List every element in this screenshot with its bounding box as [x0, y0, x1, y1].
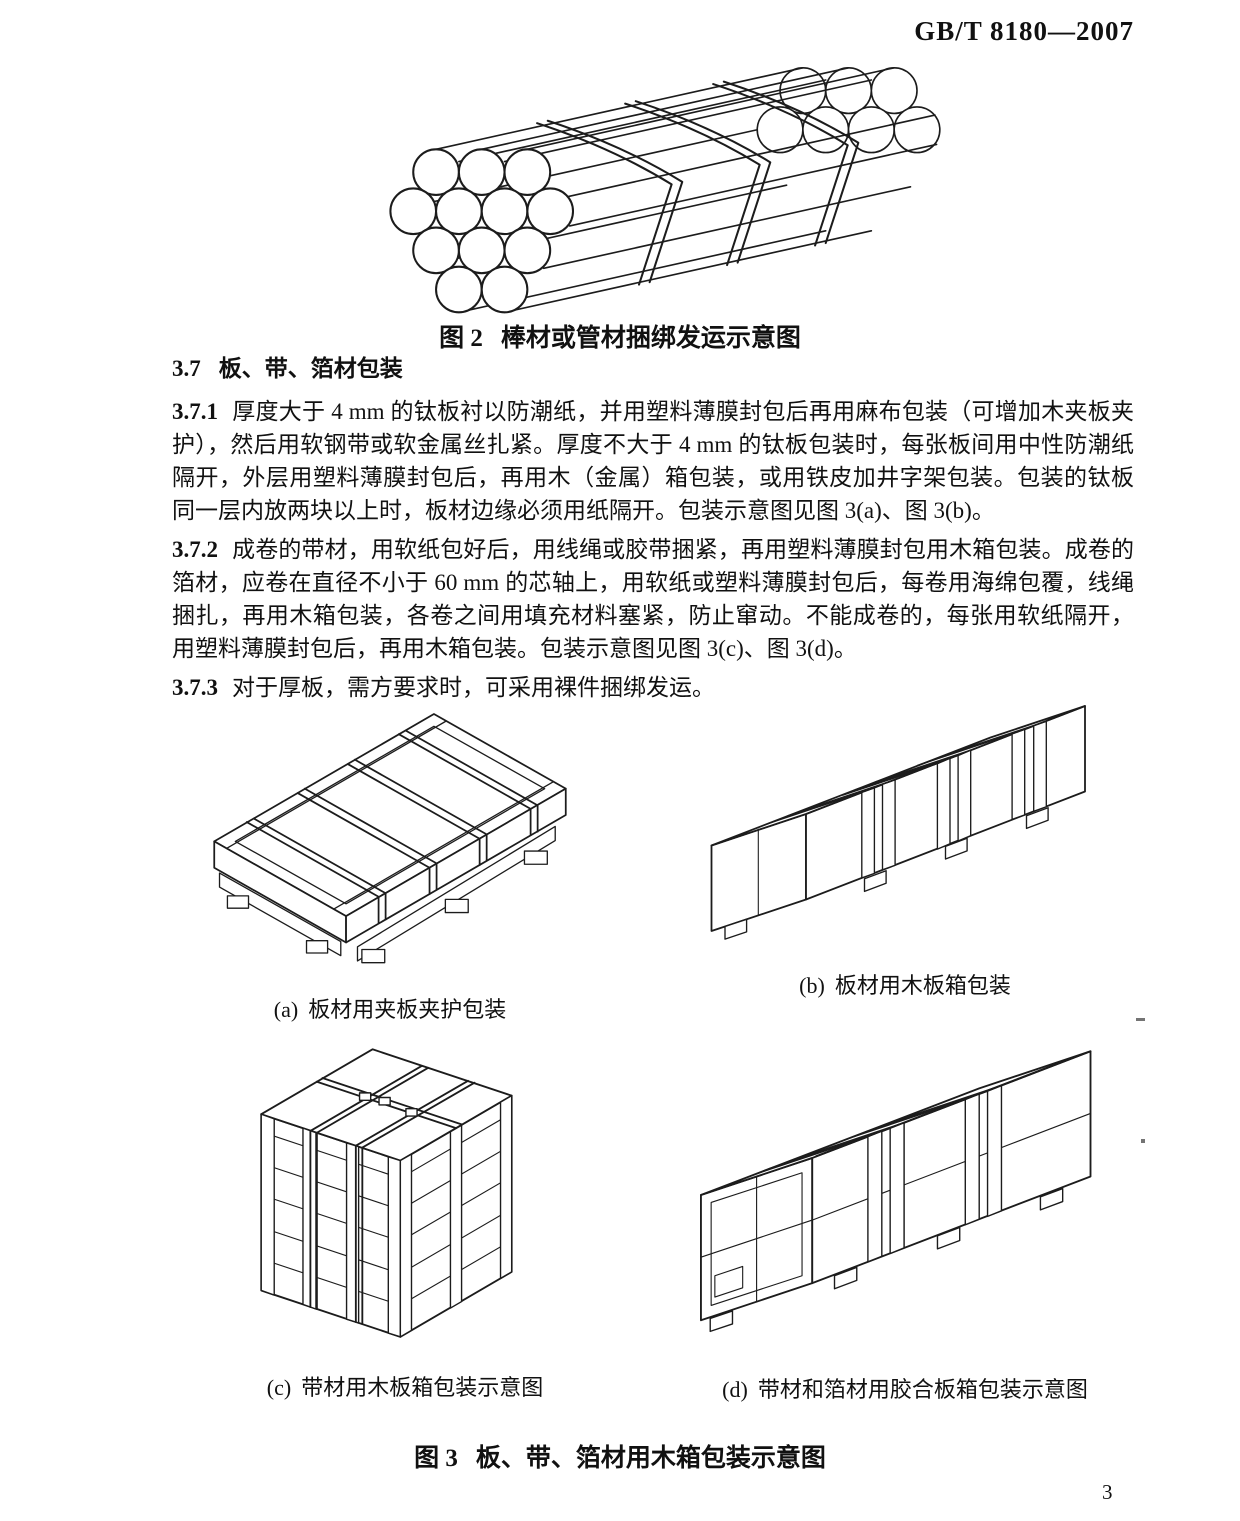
scan-artifact: [1141, 1139, 1145, 1143]
subfigure-c-title: 带材用木板箱包装示意图: [301, 1375, 544, 1400]
subfigure-a-caption: (a) 板材用夹板夹护包装: [140, 992, 640, 1024]
subfigure-d-label: (d): [722, 1377, 748, 1402]
figure-2-caption: 图 2 棒材或管材捆绑发运示意图: [0, 318, 1240, 354]
subfigure-a: (a) 板材用夹板夹护包装: [140, 692, 640, 1024]
section-title: 板、带、箔材包装: [218, 356, 403, 381]
subfigure-d: (d) 带材和箔材用胶合板箱包装示意图: [650, 1042, 1160, 1404]
subfigure-d-title: 带材和箔材用胶合板箱包装示意图: [757, 1377, 1088, 1402]
scan-artifact: [1136, 1018, 1145, 1021]
clause-3-7-1-number: 3.7.1: [172, 399, 218, 424]
figure-3-title: 板、带、箔材用木箱包装示意图: [475, 1445, 826, 1472]
pipe-bundle-illustration: [389, 66, 941, 314]
subfigure-b-caption: (b) 板材用木板箱包装: [655, 968, 1155, 1000]
clause-3-7-1-text: 厚度大于 4 mm 的钛板衬以防潮纸，并用塑料薄膜封包后再用麻布包装（可增加木夹…: [172, 399, 1134, 523]
clause-3-7-3-text: 对于厚板，需方要求时，可采用裸件捆绑发运。: [232, 675, 715, 700]
clause-3-7-3-number: 3.7.3: [172, 675, 218, 700]
page-number: 3: [1102, 1480, 1113, 1504]
subfigure-a-drawing: [213, 713, 567, 964]
subfigure-c-drawing: [260, 1048, 513, 1338]
subfigure-b-drawing: [710, 705, 1086, 940]
figure-2-title: 棒材或管材捆绑发运示意图: [500, 325, 801, 352]
section-3-7-heading: 3.7 板、带、箔材包装: [172, 352, 1134, 385]
clause-3-7-2-text: 成卷的带材，用软纸包好后，用线绳或胶带捆紧，再用塑料薄膜封包用木箱包装。成卷的箔…: [172, 537, 1134, 661]
subfigure-b: (b) 板材用木板箱包装: [655, 688, 1155, 1000]
subfigure-b-title: 板材用木板箱包装: [834, 973, 1011, 998]
figure-2-label: 图 2: [439, 325, 483, 352]
subfigure-c-caption: (c) 带材用木板箱包装示意图: [205, 1370, 605, 1402]
subfigure-c-label: (c): [266, 1375, 292, 1400]
section-number: 3.7: [172, 356, 201, 381]
subfigure-a-title: 板材用夹板夹护包装: [308, 997, 507, 1022]
clause-3-7-2-number: 3.7.2: [172, 537, 218, 562]
figure-3-label: 图 3: [414, 1445, 458, 1472]
subfigure-c: (c) 带材用木板箱包装示意图: [205, 1040, 605, 1402]
standard-code: GB/T 8180—2007: [914, 16, 1134, 46]
subfigure-d-caption: (d) 带材和箔材用胶合板箱包装示意图: [650, 1372, 1160, 1404]
figure-3-caption: 图 3 板、带、箔材用木箱包装示意图: [0, 1438, 1240, 1474]
subfigure-d-drawing: [700, 1050, 1092, 1333]
figure-2-drawing: [338, 58, 958, 332]
subfigure-a-label: (a): [273, 997, 299, 1022]
clause-3-7-3: 3.7.3 对于厚板，需方要求时，可采用裸件捆绑发运。: [172, 671, 1134, 704]
subfigure-b-label: (b): [799, 973, 825, 998]
